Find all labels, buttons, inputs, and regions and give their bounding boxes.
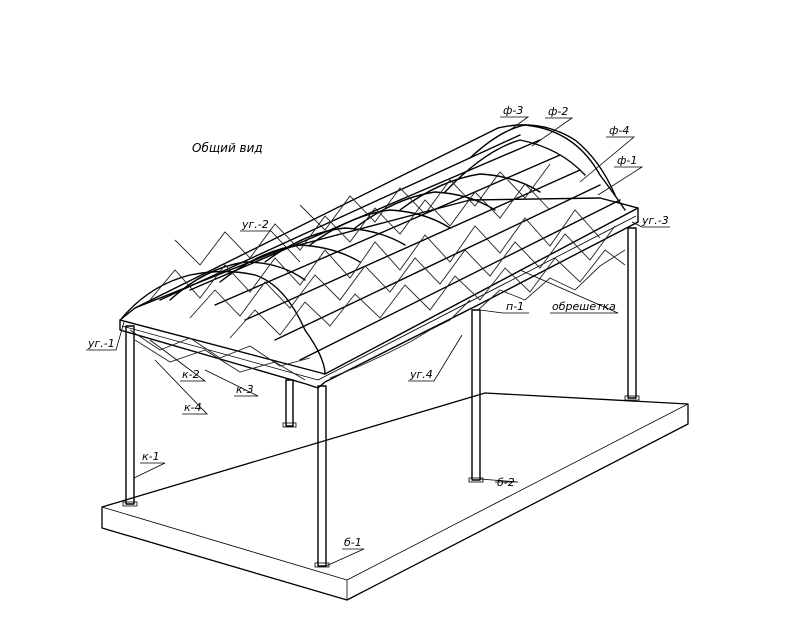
purlins-lathing [134,127,621,361]
label-f3: ф-3 [503,104,523,117]
label-ug3: уг.-3 [641,214,669,227]
leader-lines [86,116,670,567]
label-k3: к-3 [236,383,254,396]
eave-frame [119,197,639,389]
label-obreshetka: обрешетка [552,300,616,313]
label-ug1: уг.-1 [87,337,115,350]
label-p1: п-1 [506,300,524,313]
columns [122,227,640,568]
arch-trusses [121,124,626,375]
label-ug2: уг.-2 [241,218,269,231]
callout-labels: ф-3 ф-2 ф-4 ф-1 уг.-2 уг.-3 п-1 обрешетк… [87,104,669,549]
label-f2: ф-2 [548,105,568,118]
label-k2: к-2 [182,368,200,381]
label-f1: ф-1 [617,154,637,167]
view-title: Общий вид [192,141,263,155]
label-k4: к-4 [184,401,202,414]
eave-bracing [129,249,626,381]
label-f4: ф-4 [609,124,629,137]
truss-lattice [149,163,626,339]
label-k1: к-1 [142,450,160,463]
label-ug4: уг.4 [409,368,433,381]
label-b2: б-2 [497,476,515,489]
foundation-slab [101,392,689,601]
label-b1: б-1 [344,536,362,549]
